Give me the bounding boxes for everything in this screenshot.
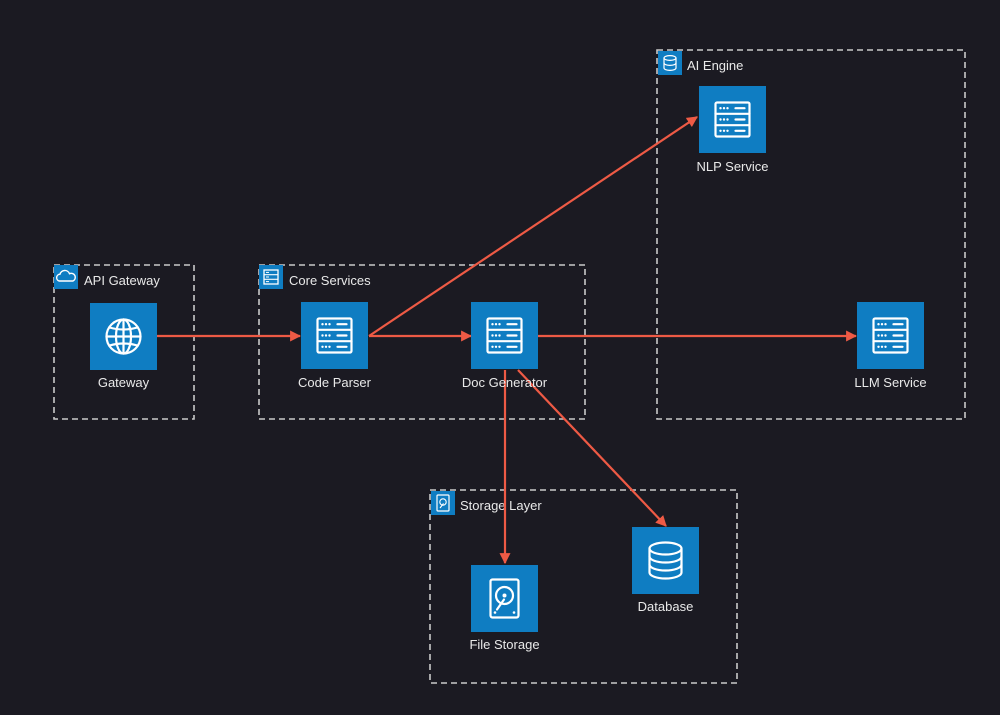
- group-storage-layer[interactable]: Storage Layer: [429, 489, 738, 684]
- cloud-icon: [54, 265, 78, 289]
- code-parser-tile: [301, 302, 368, 369]
- edge-code-parser-to-nlp-service[interactable]: [368, 116, 698, 337]
- edge-doc-generator-to-database[interactable]: [517, 369, 667, 527]
- file-storage-tile: [471, 565, 538, 632]
- globe-icon: [105, 318, 142, 355]
- node-label-code-parser: Code Parser: [298, 375, 372, 390]
- doc-generator-tile: [471, 302, 538, 369]
- group-storage-layer-border: [429, 489, 738, 684]
- database-tile: [632, 527, 699, 594]
- node-label-gateway: Gateway: [98, 375, 150, 390]
- database-icon: [658, 51, 682, 75]
- group-core-services-border: [258, 264, 586, 420]
- edges: [157, 116, 858, 565]
- server-icon: [486, 317, 523, 354]
- node-llm-service[interactable]: LLM Service: [854, 302, 927, 390]
- node-code-parser[interactable]: Code Parser: [298, 302, 372, 390]
- group-title-ai-engine: AI Engine: [687, 58, 743, 73]
- node-label-doc-generator: Doc Generator: [462, 375, 548, 390]
- node-nlp-service[interactable]: NLP Service: [696, 86, 769, 174]
- server-icon: [714, 101, 751, 138]
- database-icon: [648, 541, 683, 580]
- node-database[interactable]: Database: [632, 527, 699, 614]
- node-doc-generator[interactable]: Doc Generator: [462, 302, 548, 390]
- server-icon: [872, 317, 909, 354]
- node-label-database: Database: [638, 599, 694, 614]
- node-label-nlp-service: NLP Service: [696, 159, 768, 174]
- node-gateway[interactable]: Gateway: [90, 303, 157, 390]
- node-label-llm-service: LLM Service: [854, 375, 926, 390]
- nlp-service-tile: [699, 86, 766, 153]
- hard-disk-icon: [489, 578, 520, 619]
- server-icon: [316, 317, 353, 354]
- group-api-gateway[interactable]: API Gateway: [53, 264, 195, 420]
- group-ai-engine-border: [656, 49, 966, 420]
- group-ai-engine[interactable]: AI Engine: [656, 49, 966, 420]
- node-label-file-storage: File Storage: [469, 637, 539, 652]
- group-title-api-gateway: API Gateway: [84, 273, 160, 288]
- group-core-services[interactable]: Core Services: [258, 264, 586, 420]
- node-file-storage[interactable]: File Storage: [469, 565, 540, 652]
- group-title-storage-layer: Storage Layer: [460, 498, 542, 513]
- group-title-core-services: Core Services: [289, 273, 371, 288]
- server-rack-icon: [259, 265, 283, 289]
- group-api-gateway-border: [53, 264, 195, 420]
- storage-icon: [431, 491, 455, 515]
- llm-service-tile: [857, 302, 924, 369]
